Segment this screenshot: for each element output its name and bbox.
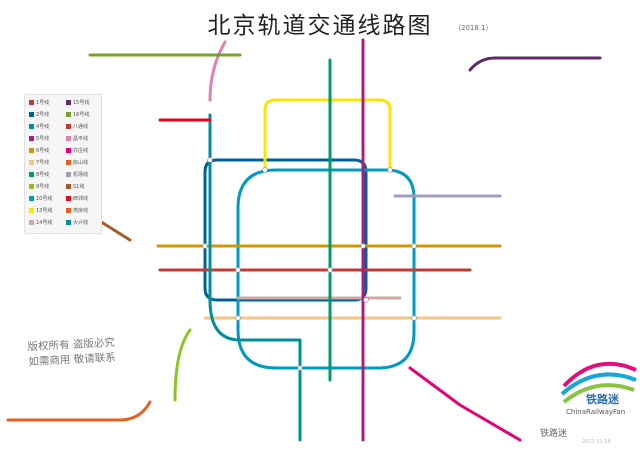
legend-swatch bbox=[29, 136, 34, 141]
line-9 bbox=[173, 328, 192, 402]
legend-label: 八通线 bbox=[73, 124, 89, 130]
line-4 bbox=[208, 113, 302, 442]
legend-swatch bbox=[29, 172, 34, 177]
station-marker bbox=[411, 315, 417, 321]
legend-item: 燕房线 bbox=[66, 207, 88, 215]
legend-label: 1号线 bbox=[36, 100, 50, 106]
legend-swatch bbox=[29, 124, 34, 129]
legend-item: 4号线 bbox=[29, 123, 49, 131]
legend-swatch bbox=[66, 148, 71, 153]
legend-item: 15号线 bbox=[66, 99, 89, 107]
legend-item: 昌平线 bbox=[66, 135, 88, 143]
brand-logo bbox=[560, 361, 637, 404]
legend-swatch bbox=[66, 196, 71, 201]
station-marker bbox=[363, 297, 369, 303]
legend-label: 16号线 bbox=[73, 112, 90, 118]
legend-label: 9号线 bbox=[36, 184, 50, 190]
legend-label: 13号线 bbox=[36, 208, 53, 214]
station-marker bbox=[262, 167, 268, 173]
legend-swatch bbox=[29, 100, 34, 105]
line-10-loop bbox=[236, 168, 416, 370]
station-marker bbox=[327, 267, 333, 273]
legend-swatch bbox=[66, 220, 71, 225]
station-marker bbox=[411, 243, 417, 249]
legend-swatch bbox=[29, 160, 34, 165]
legend-label: 房山线 bbox=[73, 160, 89, 166]
station-marker bbox=[235, 267, 241, 273]
legend-item: 6号线 bbox=[29, 147, 49, 155]
legend-item: 5号线 bbox=[29, 135, 49, 143]
legend-swatch bbox=[66, 208, 71, 213]
fangshan-line bbox=[6, 400, 152, 422]
legend-label: 5号线 bbox=[36, 136, 50, 142]
station-marker bbox=[297, 365, 303, 371]
brand-name-en: ChinaRailwayFan bbox=[566, 408, 626, 416]
legend-label: 机场线 bbox=[73, 172, 89, 178]
legend: 1号线 2号线 4号线 5号线 6号线 7号线 8号线 9号线 10号线 13号线 14号线 15号线… bbox=[24, 94, 102, 234]
legend-swatch bbox=[66, 160, 71, 165]
legend-item: 2号线 bbox=[29, 111, 49, 119]
line-13 bbox=[263, 98, 392, 170]
legend-swatch bbox=[29, 220, 34, 225]
watermark: 铁路迷 bbox=[540, 429, 568, 439]
legend-item: 1号线 bbox=[29, 99, 49, 107]
station-marker bbox=[207, 157, 213, 163]
copyright-notice: 版权所有 盗版必究 如需商用 敬请联系 bbox=[27, 336, 116, 371]
station-marker bbox=[387, 167, 393, 173]
map-title: 北京轨道交通线路图 bbox=[207, 13, 433, 39]
legend-item: 八通线 bbox=[66, 123, 88, 131]
legend-item: 9号线 bbox=[29, 183, 49, 191]
legend-swatch bbox=[66, 136, 71, 141]
legend-item: 16号线 bbox=[66, 111, 89, 119]
legend-item: 13号线 bbox=[29, 207, 52, 215]
legend-label: 亦庄线 bbox=[73, 148, 89, 154]
station-marker bbox=[235, 315, 241, 321]
legend-label: 14号线 bbox=[36, 220, 53, 226]
legend-item: 7号线 bbox=[29, 159, 49, 167]
map-date: （2018.1） bbox=[454, 24, 493, 32]
legend-swatch bbox=[29, 196, 34, 201]
legend-item: 14号线 bbox=[29, 219, 52, 227]
legend-swatch bbox=[66, 112, 71, 117]
legend-swatch bbox=[29, 112, 34, 117]
legend-label: 6号线 bbox=[36, 148, 50, 154]
legend-item: 亦庄线 bbox=[66, 147, 88, 155]
yizhuang-line bbox=[408, 366, 522, 442]
legend-label: S1线 bbox=[73, 184, 85, 190]
station-marker bbox=[202, 243, 208, 249]
legend-label: 4号线 bbox=[36, 124, 50, 130]
line-15 bbox=[468, 56, 602, 72]
legend-item: S1线 bbox=[66, 183, 84, 191]
legend-item: 8号线 bbox=[29, 171, 49, 179]
legend-label: 燕房线 bbox=[73, 208, 89, 214]
station-marker bbox=[360, 243, 366, 249]
legend-label: 8号线 bbox=[36, 172, 50, 178]
brand-name: 铁路迷 bbox=[586, 393, 619, 406]
legend-swatch bbox=[29, 148, 34, 153]
legend-item: 房山线 bbox=[66, 159, 88, 167]
legend-label: 西郊线 bbox=[73, 196, 89, 202]
legend-swatch bbox=[29, 184, 34, 189]
legend-item: 大兴线 bbox=[66, 219, 88, 227]
changping-line bbox=[208, 40, 227, 102]
legend-label: 10号线 bbox=[36, 196, 53, 202]
legend-swatch bbox=[66, 184, 71, 189]
legend-label: 7号线 bbox=[36, 160, 50, 166]
legend-swatch bbox=[66, 124, 71, 129]
legend-item: 西郊线 bbox=[66, 195, 88, 203]
legend-label: 昌平线 bbox=[73, 136, 89, 142]
legend-swatch bbox=[29, 208, 34, 213]
line-2-loop bbox=[203, 158, 368, 302]
legend-item: 机场线 bbox=[66, 171, 88, 179]
legend-label: 15号线 bbox=[73, 100, 90, 106]
watermark-date: 2017.12.16 bbox=[582, 439, 611, 445]
legend-label: 2号线 bbox=[36, 112, 50, 118]
legend-label: 大兴线 bbox=[73, 220, 89, 226]
legend-swatch bbox=[66, 100, 71, 105]
legend-item: 10号线 bbox=[29, 195, 52, 203]
legend-swatch bbox=[66, 172, 71, 177]
